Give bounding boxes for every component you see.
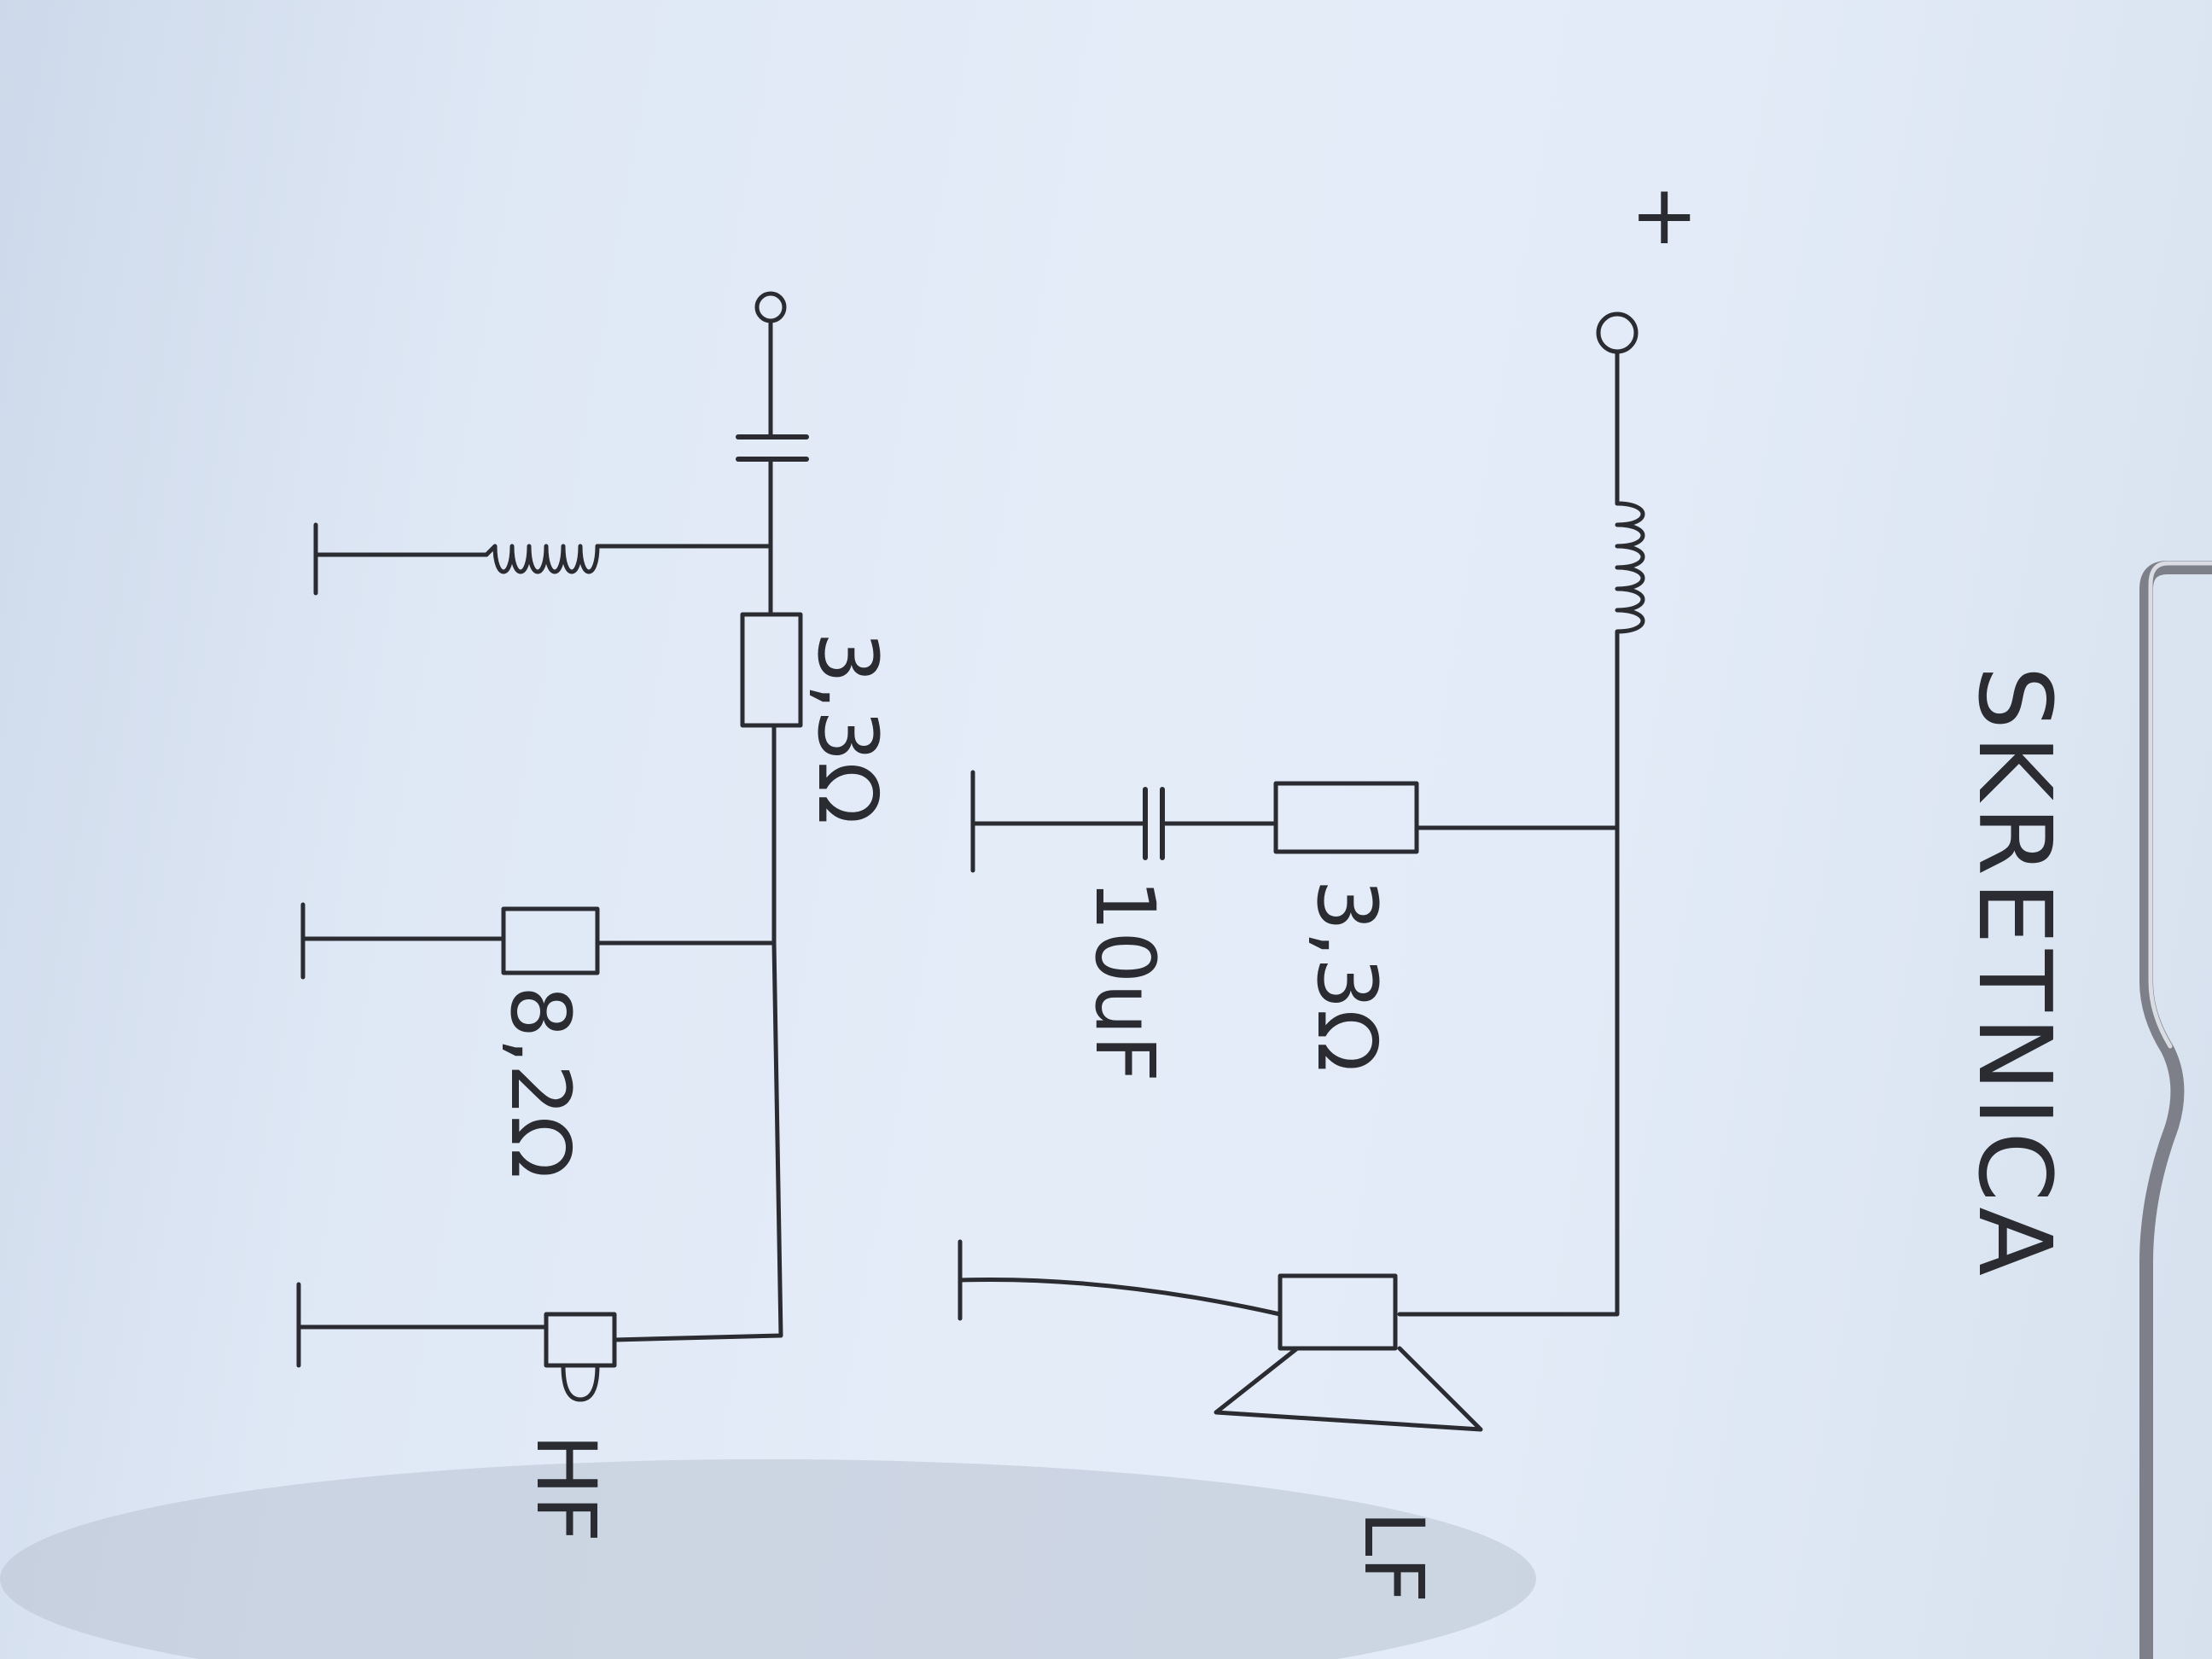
resistor-icon: [501, 906, 600, 975]
capacitor-icon: [1143, 787, 1165, 860]
resistor-icon: [740, 612, 803, 728]
hf-main-wire: [612, 723, 783, 1342]
lf-speaker-label: LF: [1346, 1511, 1441, 1604]
terminal-plus-label: +: [1630, 167, 1698, 263]
lf-capacitor-label: 10uF: [1077, 879, 1173, 1082]
terminal-icon: [754, 291, 787, 323]
terminal-icon: [1596, 311, 1639, 354]
capacitor-icon: [736, 434, 809, 462]
inductor-icon: [1615, 501, 1645, 638]
page-title: SKRETNICA: [1956, 666, 2074, 1281]
hf-speaker-label: HF: [518, 1434, 614, 1542]
speaker-icon: [544, 1312, 617, 1402]
paper-clip: [2139, 561, 2212, 1659]
lf-speaker-ground-wire: [958, 1278, 1283, 1317]
lf-main-wire: [1397, 633, 1620, 1317]
lf-resistor-label: 3,3Ω: [1299, 879, 1394, 1072]
hf-series-resistor-label: 3,3Ω: [800, 632, 895, 824]
lf-branch: +: [958, 167, 1698, 1604]
speaker-icon: [1214, 1273, 1483, 1432]
paper-shadow: [0, 1459, 1536, 1659]
hf-shunt-resistor-label: 8,2Ω: [492, 986, 588, 1179]
inductor-icon: [484, 544, 600, 574]
hf-branch: 3,3Ω 8,2Ω HF: [296, 291, 895, 1542]
resistor-icon: [1273, 781, 1419, 854]
